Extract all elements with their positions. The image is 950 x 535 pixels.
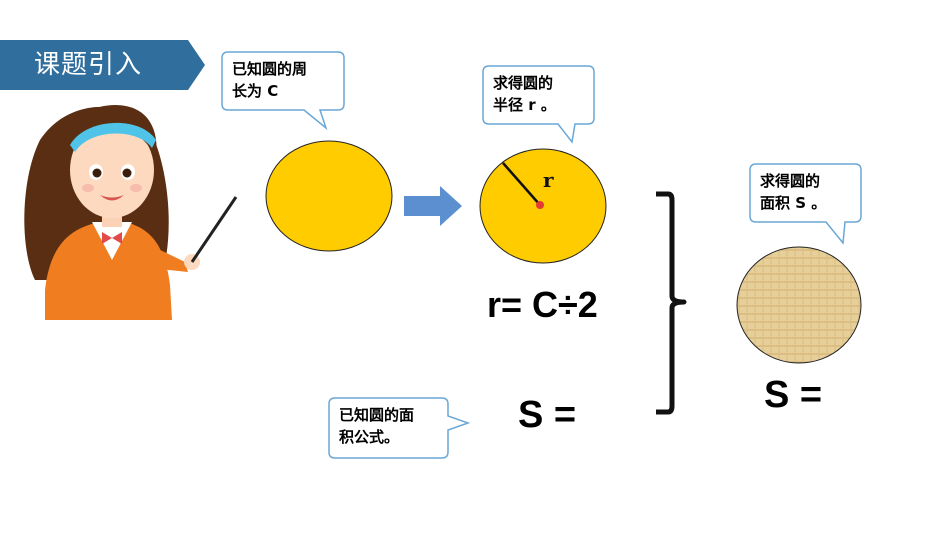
speech-bubble-area-formula bbox=[328, 397, 471, 459]
speech-bubble-circumference bbox=[221, 51, 345, 131]
circle-area-result bbox=[736, 246, 862, 364]
speech-bubble-radius bbox=[482, 65, 595, 144]
speech-bubble-area-result bbox=[749, 163, 862, 245]
bubble-text-radius: 求得圆的 半径 r 。 bbox=[493, 74, 556, 114]
bubble-text-area-formula: 已知圆的面 积公式。 bbox=[339, 406, 415, 446]
lesson-banner bbox=[0, 40, 205, 90]
right-brace-icon bbox=[656, 191, 687, 415]
radius-line bbox=[502, 162, 541, 206]
lesson-title: 课题引入 bbox=[34, 50, 143, 80]
area-formula-right: S = bbox=[764, 374, 823, 416]
radius-label: r bbox=[543, 168, 554, 192]
radius-formula: r= C÷2 bbox=[487, 284, 598, 325]
area-formula-left: S = bbox=[518, 394, 577, 436]
bubble-text-area-result: 求得圆的 面积 S 。 bbox=[760, 172, 827, 212]
teacher-with-pointer-icon bbox=[24, 105, 238, 320]
center-point bbox=[536, 201, 544, 209]
circle-given bbox=[265, 140, 393, 252]
bubble-text-circumference: 已知圆的周 长为 C bbox=[232, 60, 308, 100]
right-arrow-icon bbox=[404, 186, 462, 226]
